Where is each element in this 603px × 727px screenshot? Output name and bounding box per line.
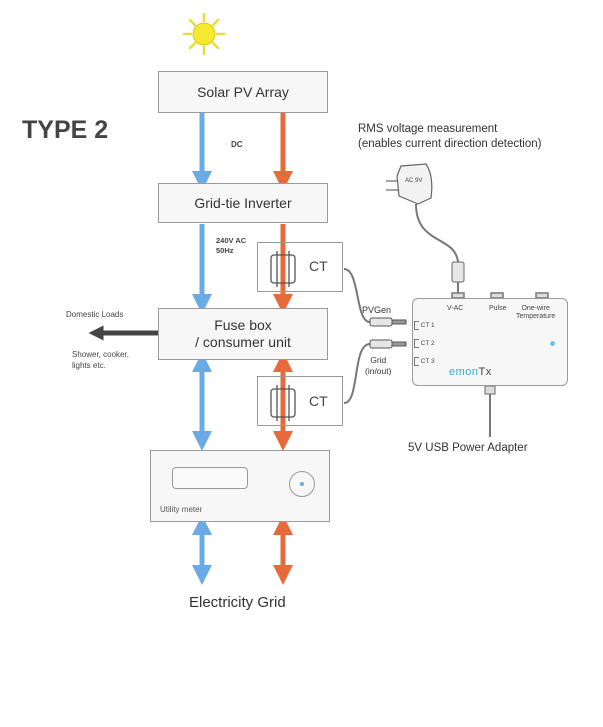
solar-pv-array-label: Solar PV Array [197, 84, 289, 100]
ct-port-2-label: CT 2 [420, 340, 435, 347]
rms-label: RMS voltage measurement (enables current… [358, 122, 541, 152]
ac-voltage-line2: 50Hz [216, 246, 234, 255]
solar-pv-array-box: Solar PV Array [158, 71, 328, 113]
ct-port-3-label: CT 3 [420, 358, 435, 365]
jack-plugs [369, 317, 407, 349]
pvgen-label: PVGen [362, 305, 392, 315]
ct-port-1-label: CT 1 [420, 322, 435, 329]
port-onewire-line2: Temperature [516, 313, 556, 320]
emontx-led-icon [550, 341, 555, 346]
rms-line1: RMS voltage measurement [358, 123, 498, 135]
grid-inout-line1: Grid [370, 355, 387, 365]
usb-plug [484, 385, 496, 395]
port-onewire-line1: One-wire [521, 305, 550, 312]
ct-top-box [257, 242, 343, 292]
port-onewire-label: One-wire Temperature [516, 305, 555, 321]
adapter-plug [451, 261, 465, 283]
ct-bottom-clamp [270, 385, 296, 421]
ct-bottom-label: CT [309, 393, 328, 409]
electricity-grid-label: Electricity Grid [189, 594, 286, 611]
meter-dial-icon [289, 471, 315, 497]
grid-tie-inverter-box: Grid-tie Inverter [158, 183, 328, 223]
meter-display [172, 467, 248, 489]
grid-inout-line2: (in/out) [365, 366, 392, 376]
loads-line2: lights etc. [72, 361, 106, 370]
sun-icon [182, 12, 226, 56]
adapter-label: AC 9V [405, 178, 423, 184]
emontx-logo-prefix: emon [449, 366, 479, 378]
emontx-logo: emonTx [449, 366, 492, 378]
fuse-box-label-line2: / consumer unit [195, 334, 291, 350]
emontx-box [412, 298, 568, 386]
loads-line1: Shower, cooker, [72, 350, 129, 359]
fuse-box-label-line1: Fuse box [214, 317, 272, 333]
ac-voltage-line1: 240V AC [216, 236, 247, 245]
utility-meter-label: Utility meter [160, 505, 203, 514]
fuse-box: Fuse box / consumer unit [158, 308, 328, 360]
dc-label: DC [231, 140, 243, 149]
grid-inout-label: Grid (in/out) [365, 355, 391, 377]
adapter-cable [415, 203, 459, 263]
ac-voltage-label: 240V AC 50Hz [216, 236, 246, 256]
emontx-logo-suffix: Tx [478, 366, 492, 378]
ct-port-3: CT 3 [414, 357, 435, 366]
rms-line2: (enables current direction detection) [358, 138, 542, 150]
grid-tie-inverter-label: Grid-tie Inverter [194, 195, 292, 211]
domestic-loads-label: Domestic Loads [66, 310, 124, 319]
port-vac-label: V-AC [447, 305, 464, 312]
loads-description: Shower, cooker, lights etc. [72, 349, 129, 371]
usb-adapter-label: 5V USB Power Adapter [408, 442, 528, 454]
ct-bottom-box [257, 376, 343, 426]
ct-top-label: CT [309, 258, 328, 274]
ct-cables [343, 268, 371, 404]
diagram-title: TYPE 2 [22, 116, 109, 144]
ac-adapter-icon [386, 163, 433, 205]
port-pulse-label: Pulse [489, 305, 507, 312]
ct-port-2: CT 2 [414, 339, 435, 348]
ct-top-clamp [270, 251, 296, 287]
ct-port-1: CT 1 [414, 321, 435, 330]
